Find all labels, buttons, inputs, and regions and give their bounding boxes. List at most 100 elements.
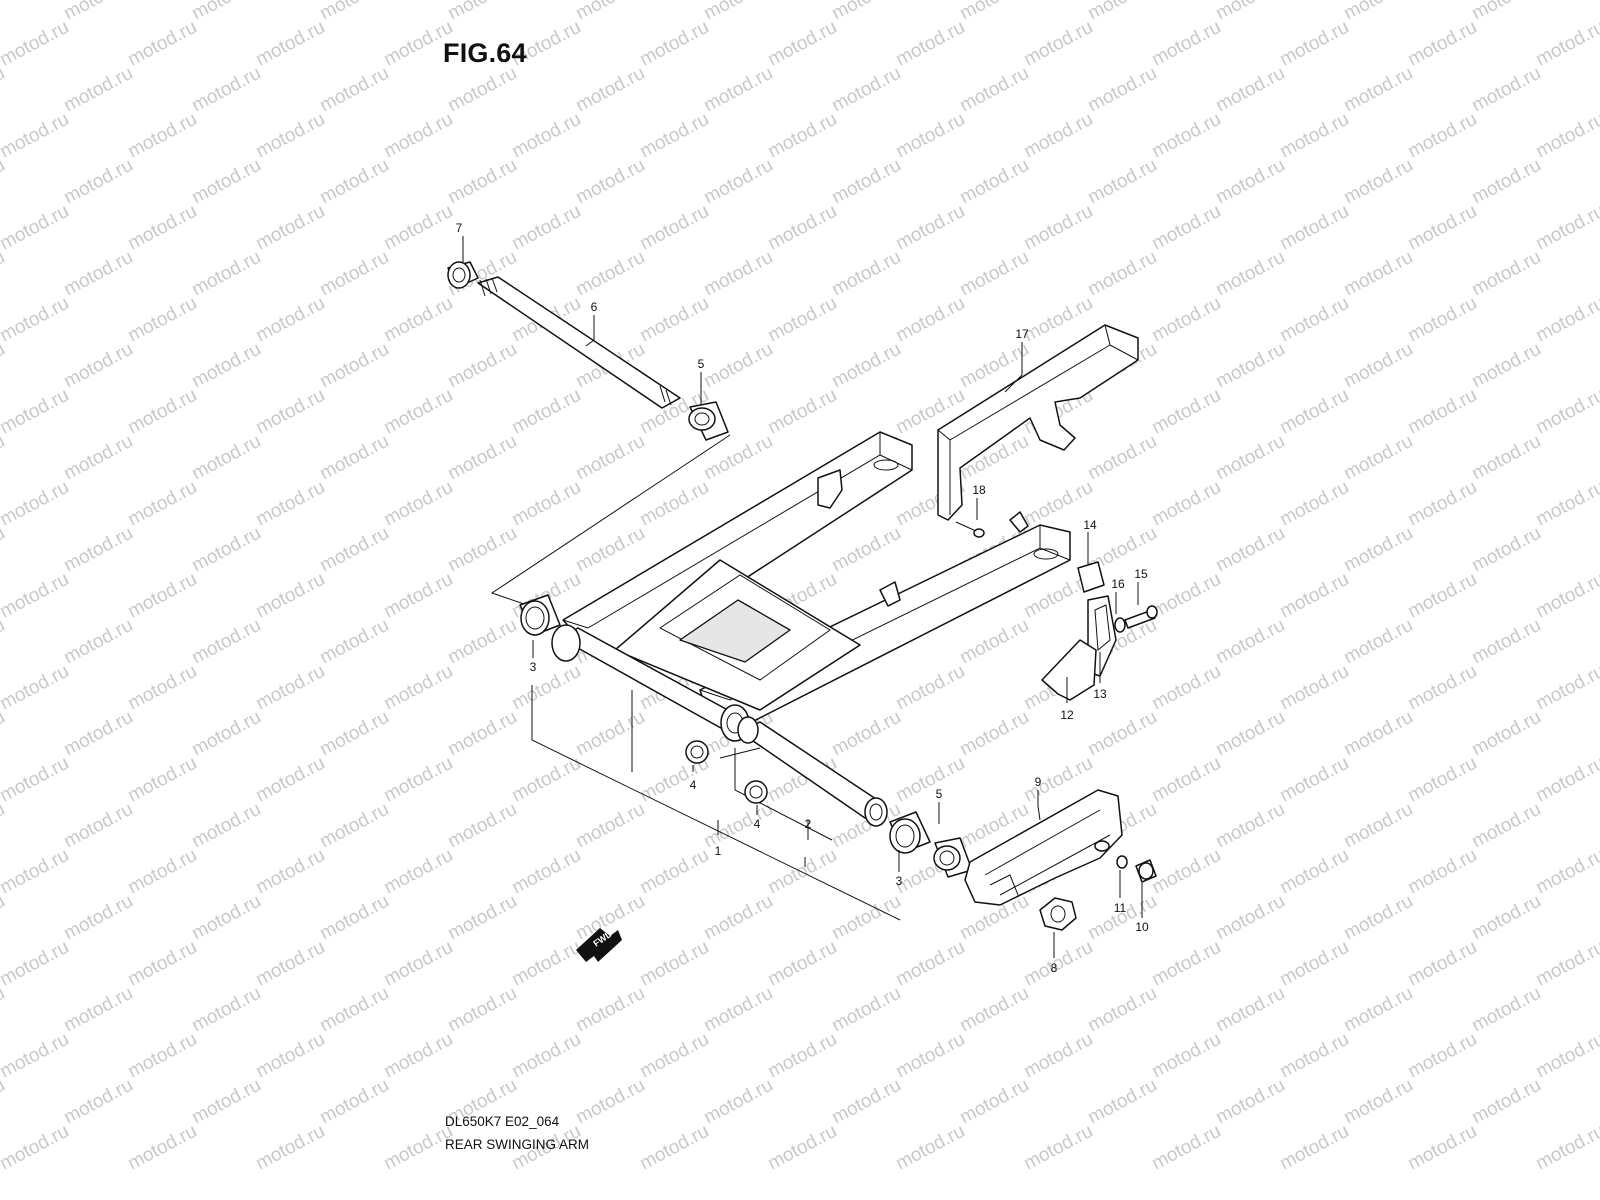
watermark-text: motod.ru [1212,63,1288,117]
watermark-text: motod.ru [956,0,1032,24]
watermark-text: motod.ru [1532,569,1600,623]
watermark-text: motod.ru [1148,109,1224,163]
watermark-text: motod.ru [572,431,648,485]
watermark-text: motod.ru [1532,109,1600,163]
watermark-text: motod.ru [1468,983,1544,1037]
watermark-text: motod.ru [636,201,712,255]
watermark-text: motod.ru [1212,707,1288,761]
watermark-text: motod.ru [1468,615,1544,669]
callout-2: 2 [805,817,812,831]
watermark-text: motod.ru [1212,155,1288,209]
watermark-text: motod.ru [572,707,648,761]
watermark-text: motod.ru [188,1075,264,1129]
watermark-text: motod.ru [380,569,456,623]
watermark-text: motod.ru [1276,17,1352,71]
watermark-text: motod.ru [1468,523,1544,577]
bolt-10 [1135,859,1157,883]
watermark-text: motod.ru [124,1029,200,1083]
bearing-3-lower [889,811,931,854]
watermark-text: motod.ru [1532,1121,1600,1175]
watermark-text: motod.ru [764,1029,840,1083]
watermark-text: motod.ru [1276,569,1352,623]
watermark-text: motod.ru [1532,937,1600,991]
watermark-text: motod.ru [828,1075,904,1129]
watermark-text: motod.ru [1148,845,1224,899]
watermark-text: motod.ru [0,385,73,439]
watermark-text: motod.ru [316,799,392,853]
watermark-text: motod.ru [1212,1075,1288,1129]
watermark-text: motod.ru [1276,661,1352,715]
watermark-text: motod.ru [380,201,456,255]
watermark-text: motod.ru [1404,477,1480,531]
watermark-text: motod.ru [124,845,200,899]
watermark-text: motod.ru [956,63,1032,117]
watermark-text: motod.ru [828,247,904,301]
watermark-text: motod.ru [764,109,840,163]
watermark-text: motod.ru [1468,1075,1544,1129]
watermark-text: motod.ru [380,661,456,715]
watermark-text: motod.ru [0,477,73,531]
watermark-text: motod.ru [252,17,328,71]
watermark-text: motod.ru [124,937,200,991]
watermark-text: motod.ru [1468,247,1544,301]
watermark-text: motod.ru [892,1029,968,1083]
watermark-text: motod.ru [1148,1029,1224,1083]
watermark-text: motod.ru [1276,845,1352,899]
watermark-text: motod.ru [1276,753,1352,807]
chain-case-upper [937,324,1139,521]
watermark-text: motod.ru [1340,339,1416,393]
watermark-text: motod.ru [0,339,9,393]
watermark-text: motod.ru [700,983,776,1037]
swing-arm-body [551,431,1071,742]
watermark-text: motod.ru [1340,615,1416,669]
watermark-text: motod.ru [0,63,9,117]
watermark-text: motod.ru [1276,201,1352,255]
watermark-text: motod.ru [188,799,264,853]
watermark-text: motod.ru [380,109,456,163]
watermark-text: motod.ru [828,155,904,209]
watermark-text: motod.ru [508,661,584,715]
watermark-text: motod.ru [1404,293,1480,347]
callout-12: 12 [1060,708,1074,722]
watermark-text: motod.ru [508,753,584,807]
watermark-text: motod.ru [828,523,904,577]
axle-nut-7 [447,261,479,289]
watermark-text: motod.ru [1212,247,1288,301]
watermark-text: motod.ru [572,63,648,117]
figure-title: FIG.64 [443,38,527,68]
watermark-text: motod.ru [444,339,520,393]
watermark-text: motod.ru [1148,385,1224,439]
watermark-text: motod.ru [1404,1029,1480,1083]
watermark-text: motod.ru [1084,983,1160,1037]
watermark-text: motod.ru [1276,1121,1352,1175]
watermark-text: motod.ru [188,891,264,945]
watermark-text: motod.ru [0,845,73,899]
watermark-text: motod.ru [1340,891,1416,945]
watermark-text: motod.ru [60,431,136,485]
watermark-text: motod.ru [636,109,712,163]
watermark-text: motod.ru [252,293,328,347]
watermark-text: motod.ru [1468,891,1544,945]
watermark-text: motod.ru [828,339,904,393]
watermark-text: motod.ru [316,1075,392,1129]
chain-guide-9 [964,789,1123,906]
callout-8: 8 [1051,961,1058,975]
watermark-text: motod.ru [124,17,200,71]
watermark-text: motod.ru [316,63,392,117]
watermark-text: motod.ru [1532,477,1600,531]
watermark-text: motod.ru [0,753,73,807]
watermark-text: motod.ru [124,661,200,715]
watermark-text: motod.ru [1020,17,1096,71]
callout-3a: 3 [530,660,537,674]
watermark-text: motod.ru [1532,661,1600,715]
watermark-text: motod.ru [1148,753,1224,807]
watermark-text: motod.ru [1532,753,1600,807]
watermark-text: motod.ru [252,569,328,623]
watermark-text: motod.ru [1148,17,1224,71]
watermark-text: motod.ru [636,937,712,991]
watermark-text: motod.ru [700,431,776,485]
watermark-text: motod.ru [1468,63,1544,117]
watermark-text: motod.ru [892,1121,968,1175]
watermark-text: motod.ru [252,201,328,255]
watermark-text: motod.ru [0,799,9,853]
